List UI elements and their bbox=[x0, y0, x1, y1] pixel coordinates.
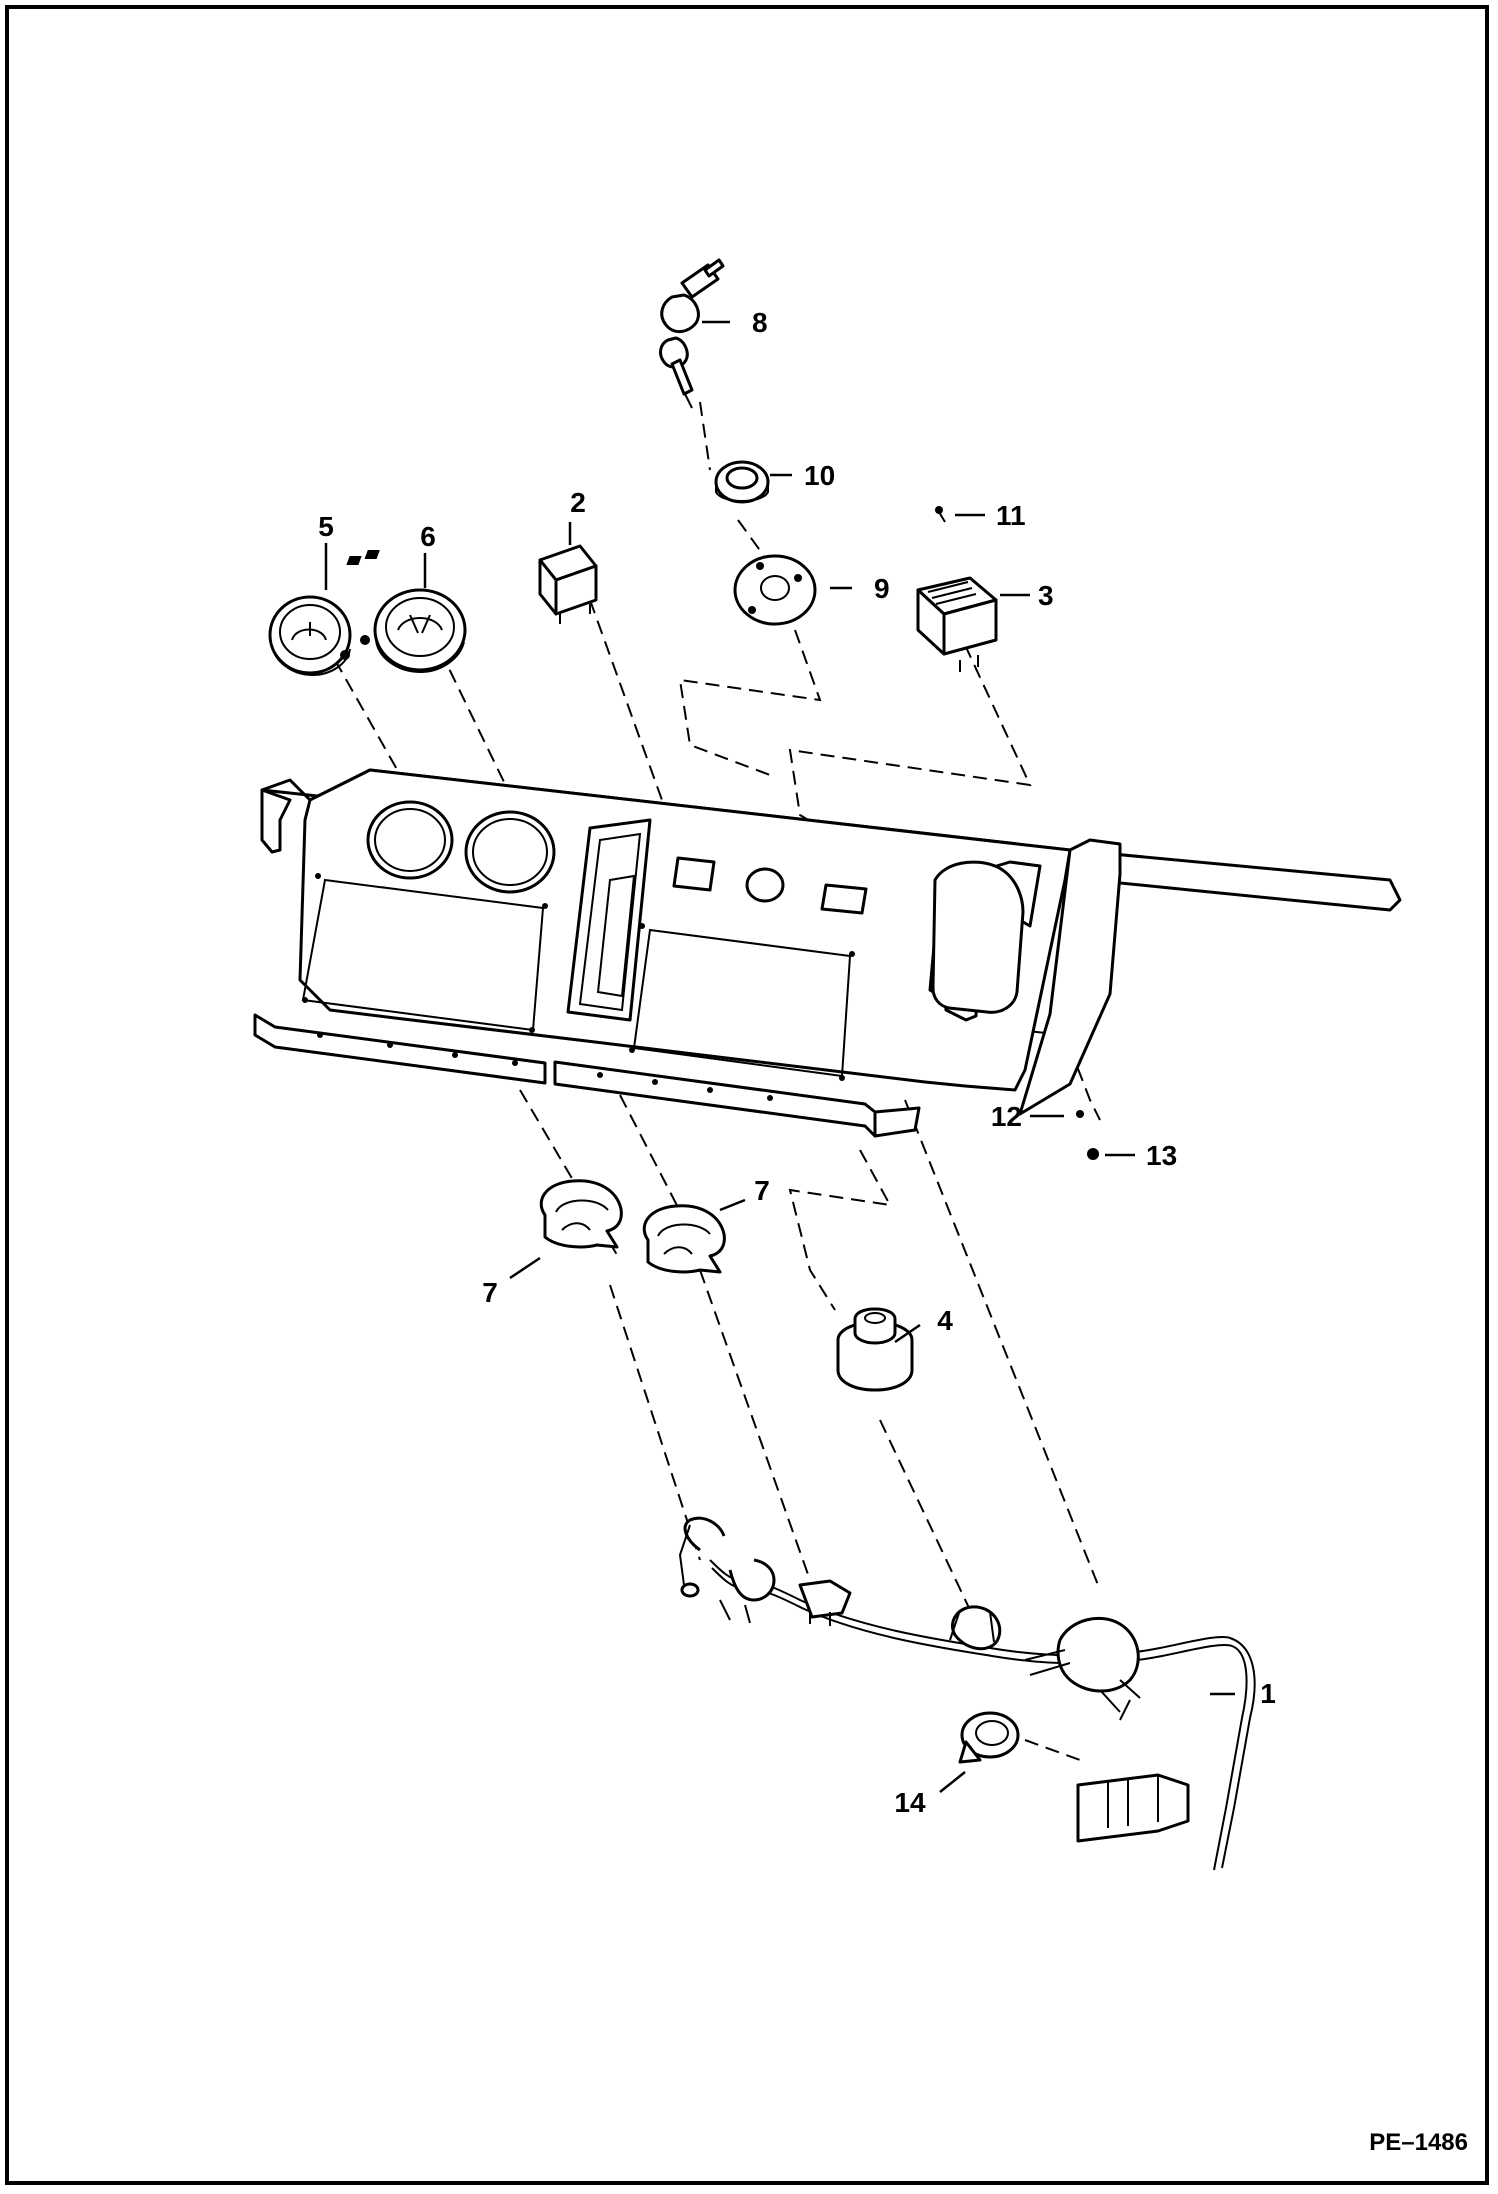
callout-9: 9 bbox=[874, 573, 890, 604]
part-5-gauge bbox=[268, 595, 352, 677]
callout-10: 10 bbox=[804, 460, 835, 491]
part-6-gauge bbox=[360, 588, 467, 674]
callout-3: 3 bbox=[1038, 580, 1054, 611]
part-12-washer bbox=[1076, 1110, 1084, 1118]
part-7-clamp-right bbox=[642, 1204, 726, 1274]
callout-labels: 8 10 9 11 3 2 5 6 12 13 7 7 4 1 14 bbox=[318, 307, 1276, 1818]
part-8-keys bbox=[659, 258, 725, 409]
callout-13: 13 bbox=[1146, 1140, 1177, 1171]
callout-2: 2 bbox=[570, 487, 586, 518]
callout-6: 6 bbox=[420, 521, 436, 552]
part-13-nut bbox=[1087, 1148, 1099, 1160]
callout-14: 14 bbox=[894, 1787, 926, 1818]
callout-4: 4 bbox=[937, 1305, 953, 1336]
part-4-ignition-switch bbox=[836, 1307, 914, 1392]
part-1-wiring-harness bbox=[678, 1516, 1256, 1871]
part-7-clamp-left bbox=[539, 1179, 623, 1249]
part-11-screw bbox=[935, 506, 946, 523]
part-10-ring bbox=[714, 460, 770, 504]
callout-11: 11 bbox=[996, 500, 1026, 531]
callout-5: 5 bbox=[318, 511, 334, 542]
callout-8: 8 bbox=[752, 307, 768, 338]
part-9-bezel bbox=[733, 554, 817, 626]
part-14-clamp bbox=[958, 1711, 1020, 1764]
callout-1: 1 bbox=[1260, 1678, 1276, 1709]
part-2-switch bbox=[346, 544, 598, 624]
dashboard-panel bbox=[253, 768, 1402, 1138]
callout-12: 12 bbox=[991, 1101, 1022, 1132]
callout-7-right: 7 bbox=[754, 1175, 770, 1206]
callout-7-left: 7 bbox=[482, 1277, 498, 1308]
leader-lines bbox=[324, 320, 1235, 1793]
diagram-border bbox=[5, 5, 1489, 2185]
part-3-module bbox=[916, 576, 998, 672]
figure-reference-code: PE–1486 bbox=[1369, 2129, 1468, 2156]
